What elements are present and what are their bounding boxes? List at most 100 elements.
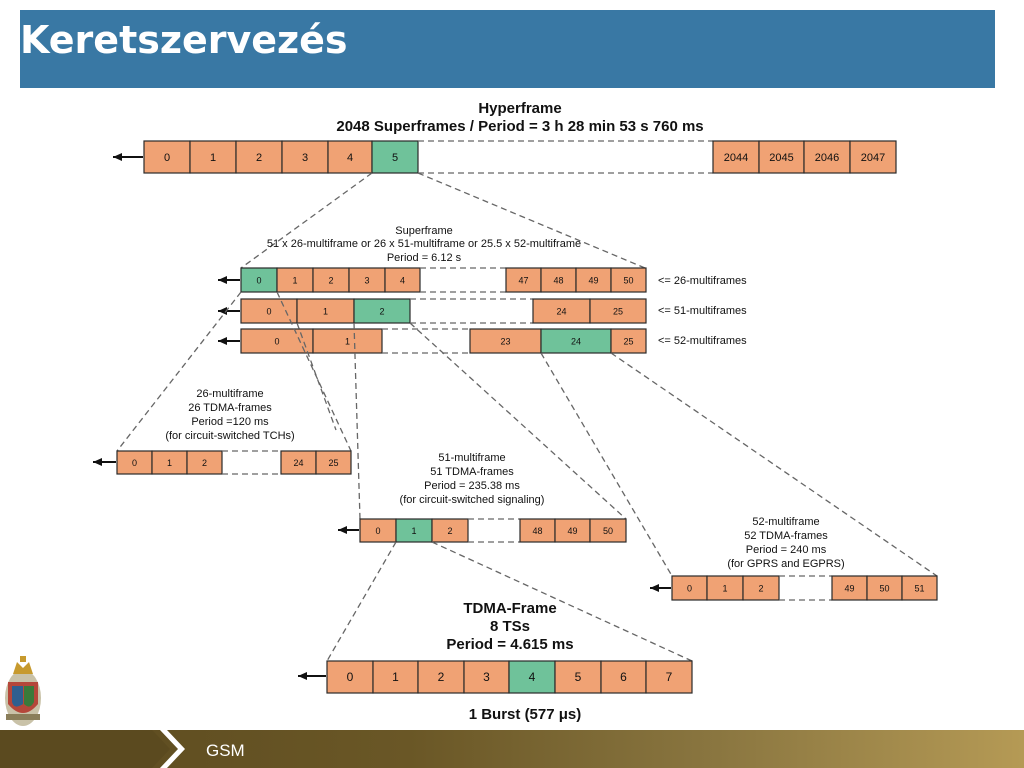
sf51-cell-25 [589, 298, 647, 324]
tdma-cell-5 [554, 660, 602, 694]
tdma-cell-3-label: 3 [483, 670, 490, 684]
mf52-line0: 52-multiframe [752, 516, 819, 528]
sf26-cell-4-label: 4 [400, 275, 405, 285]
mf26-cell-2-label: 2 [202, 458, 207, 468]
mf52-cell-51 [901, 575, 938, 601]
sf52-cell-25-label: 25 [623, 336, 633, 346]
tdma-line2: Period = 4.615 ms [446, 636, 573, 653]
sf51-cell-25-label: 25 [613, 306, 623, 316]
sf51-cell-24-label: 24 [556, 306, 566, 316]
hyperframe-zoom-right [417, 172, 646, 269]
sf52-cell-1 [312, 328, 383, 354]
mf26-cell-1-label: 1 [167, 458, 172, 468]
sf51-zoom-left [353, 322, 361, 520]
superframe-row51-arrow-arrowhead [218, 307, 227, 315]
tdma-cell-5-label: 5 [575, 670, 582, 684]
sf26-cell-50 [610, 267, 647, 293]
mf52-line3: (for GPRS and EGPRS) [727, 558, 844, 570]
mf51-line1: 51 TDMA-frames [430, 466, 514, 478]
mf52-cell-49-label: 49 [844, 583, 854, 593]
superframe-row52-arrow-arrowhead [218, 337, 227, 345]
hyperframe-cell-0 [143, 140, 191, 174]
mf52-cell-51-label: 51 [914, 583, 924, 593]
mf51-line0: 51-multiframe [438, 452, 505, 464]
hyperframe-title: Hyperframe [478, 100, 561, 117]
mf51-cell-49-label: 49 [567, 526, 577, 536]
sf51-zoom-mid [296, 322, 337, 431]
mf26-cell-25 [315, 450, 352, 475]
sf52-cell-24-label: 24 [571, 336, 581, 346]
sf52-cell-23-label: 23 [500, 336, 510, 346]
tdma-cell-0-label: 0 [347, 670, 354, 684]
hyperframe-arrow-arrowhead [113, 153, 122, 161]
tdma-cell-2-label: 2 [438, 670, 445, 684]
superframe-line3: Period = 6.12 s [387, 252, 462, 264]
sf26-cell-50-label: 50 [623, 275, 633, 285]
mf51-cell-0-label: 0 [375, 526, 380, 536]
tdma-cell-7-label: 7 [666, 670, 673, 684]
hyperframe-cell-4 [327, 140, 373, 174]
sf51-cell-2 [353, 298, 411, 324]
sf51-cell-2-label: 2 [379, 306, 384, 316]
mf26-cell-25-label: 25 [328, 458, 338, 468]
mf26-cell-24-label: 24 [293, 458, 303, 468]
hyperframe-cell-5-label: 5 [392, 152, 398, 164]
superframe-row26-arrow-arrowhead [218, 276, 227, 284]
sf51-cell-1-label: 1 [323, 306, 328, 316]
tdma-cell-1-label: 1 [392, 670, 399, 684]
mf52-cell-0-label: 0 [687, 583, 692, 593]
sf26-cell-47 [505, 267, 542, 293]
mf51-zoom-right [431, 541, 693, 662]
mf52-cell-50 [866, 575, 903, 601]
tdma-burst-label: 1 Burst (577 μs) [469, 706, 582, 723]
superframe-title: Superframe [395, 225, 452, 237]
mf26-cell-0-label: 0 [132, 458, 137, 468]
sf52-cell-23 [469, 328, 542, 354]
tdma-cell-7 [645, 660, 693, 694]
university-crest-icon [5, 656, 41, 726]
sf51-cell-0 [240, 298, 298, 324]
sf51-cell-24 [532, 298, 591, 324]
sf52-cell-1-label: 1 [345, 336, 350, 346]
hyperframe-cell-2045 [758, 140, 805, 174]
sf51-cell-1 [296, 298, 355, 324]
superframe-row26-label: <= 26-multiframes [658, 275, 747, 287]
hyperframe-zoom-left [240, 172, 373, 269]
sf51-cell-0-label: 0 [266, 306, 271, 316]
hyperframe-subtitle: 2048 Superframes / Period = 3 h 28 min 5… [336, 118, 703, 135]
sf51-zoom-right [409, 322, 627, 520]
hyperframe-cell-0-label: 0 [164, 152, 170, 164]
hyperframe-cell-2-label: 2 [256, 152, 262, 164]
footer-label: GSM [206, 741, 245, 760]
sf26-cell-1-label: 1 [292, 275, 297, 285]
mf52-cell-2 [742, 575, 780, 601]
sf26-cell-4 [384, 267, 421, 293]
tdma-cell-4 [508, 660, 556, 694]
mf26-line2: Period =120 ms [191, 416, 269, 428]
mf52-cell-0 [671, 575, 708, 601]
title-bar [20, 10, 995, 88]
mf51-cell-50 [589, 518, 627, 543]
tdma-line1: 8 TSs [490, 618, 530, 635]
sf26-cell-3 [348, 267, 386, 293]
sf52-zoom-right [610, 352, 938, 577]
superframe-row52-label: <= 52-multiframes [658, 335, 747, 347]
hyperframe-cell-1 [189, 140, 237, 174]
sf26-cell-3-label: 3 [364, 275, 369, 285]
tdma-line0: TDMA-Frame [463, 600, 556, 617]
mf26-line1: 26 TDMA-frames [188, 402, 272, 414]
sf26-cell-0-label: 0 [256, 275, 261, 285]
mf26-arrow-arrowhead [93, 458, 102, 466]
tdma-cell-3 [463, 660, 510, 694]
superframe-line2: 51 x 26-multiframe or 26 x 51-multiframe… [267, 238, 581, 250]
mf51-zoom-left [326, 541, 397, 662]
hyperframe-cell-3-label: 3 [302, 152, 308, 164]
mf52-line2: Period = 240 ms [746, 544, 827, 556]
mf51-cell-1-label: 1 [411, 526, 416, 536]
tdma-arrow-arrowhead [298, 672, 307, 680]
mf51-cell-2-label: 2 [447, 526, 452, 536]
hyperframe-cell-2046-label: 2046 [815, 152, 839, 164]
mf52-arrow-arrowhead [650, 584, 659, 592]
sf26-cell-1 [276, 267, 314, 293]
